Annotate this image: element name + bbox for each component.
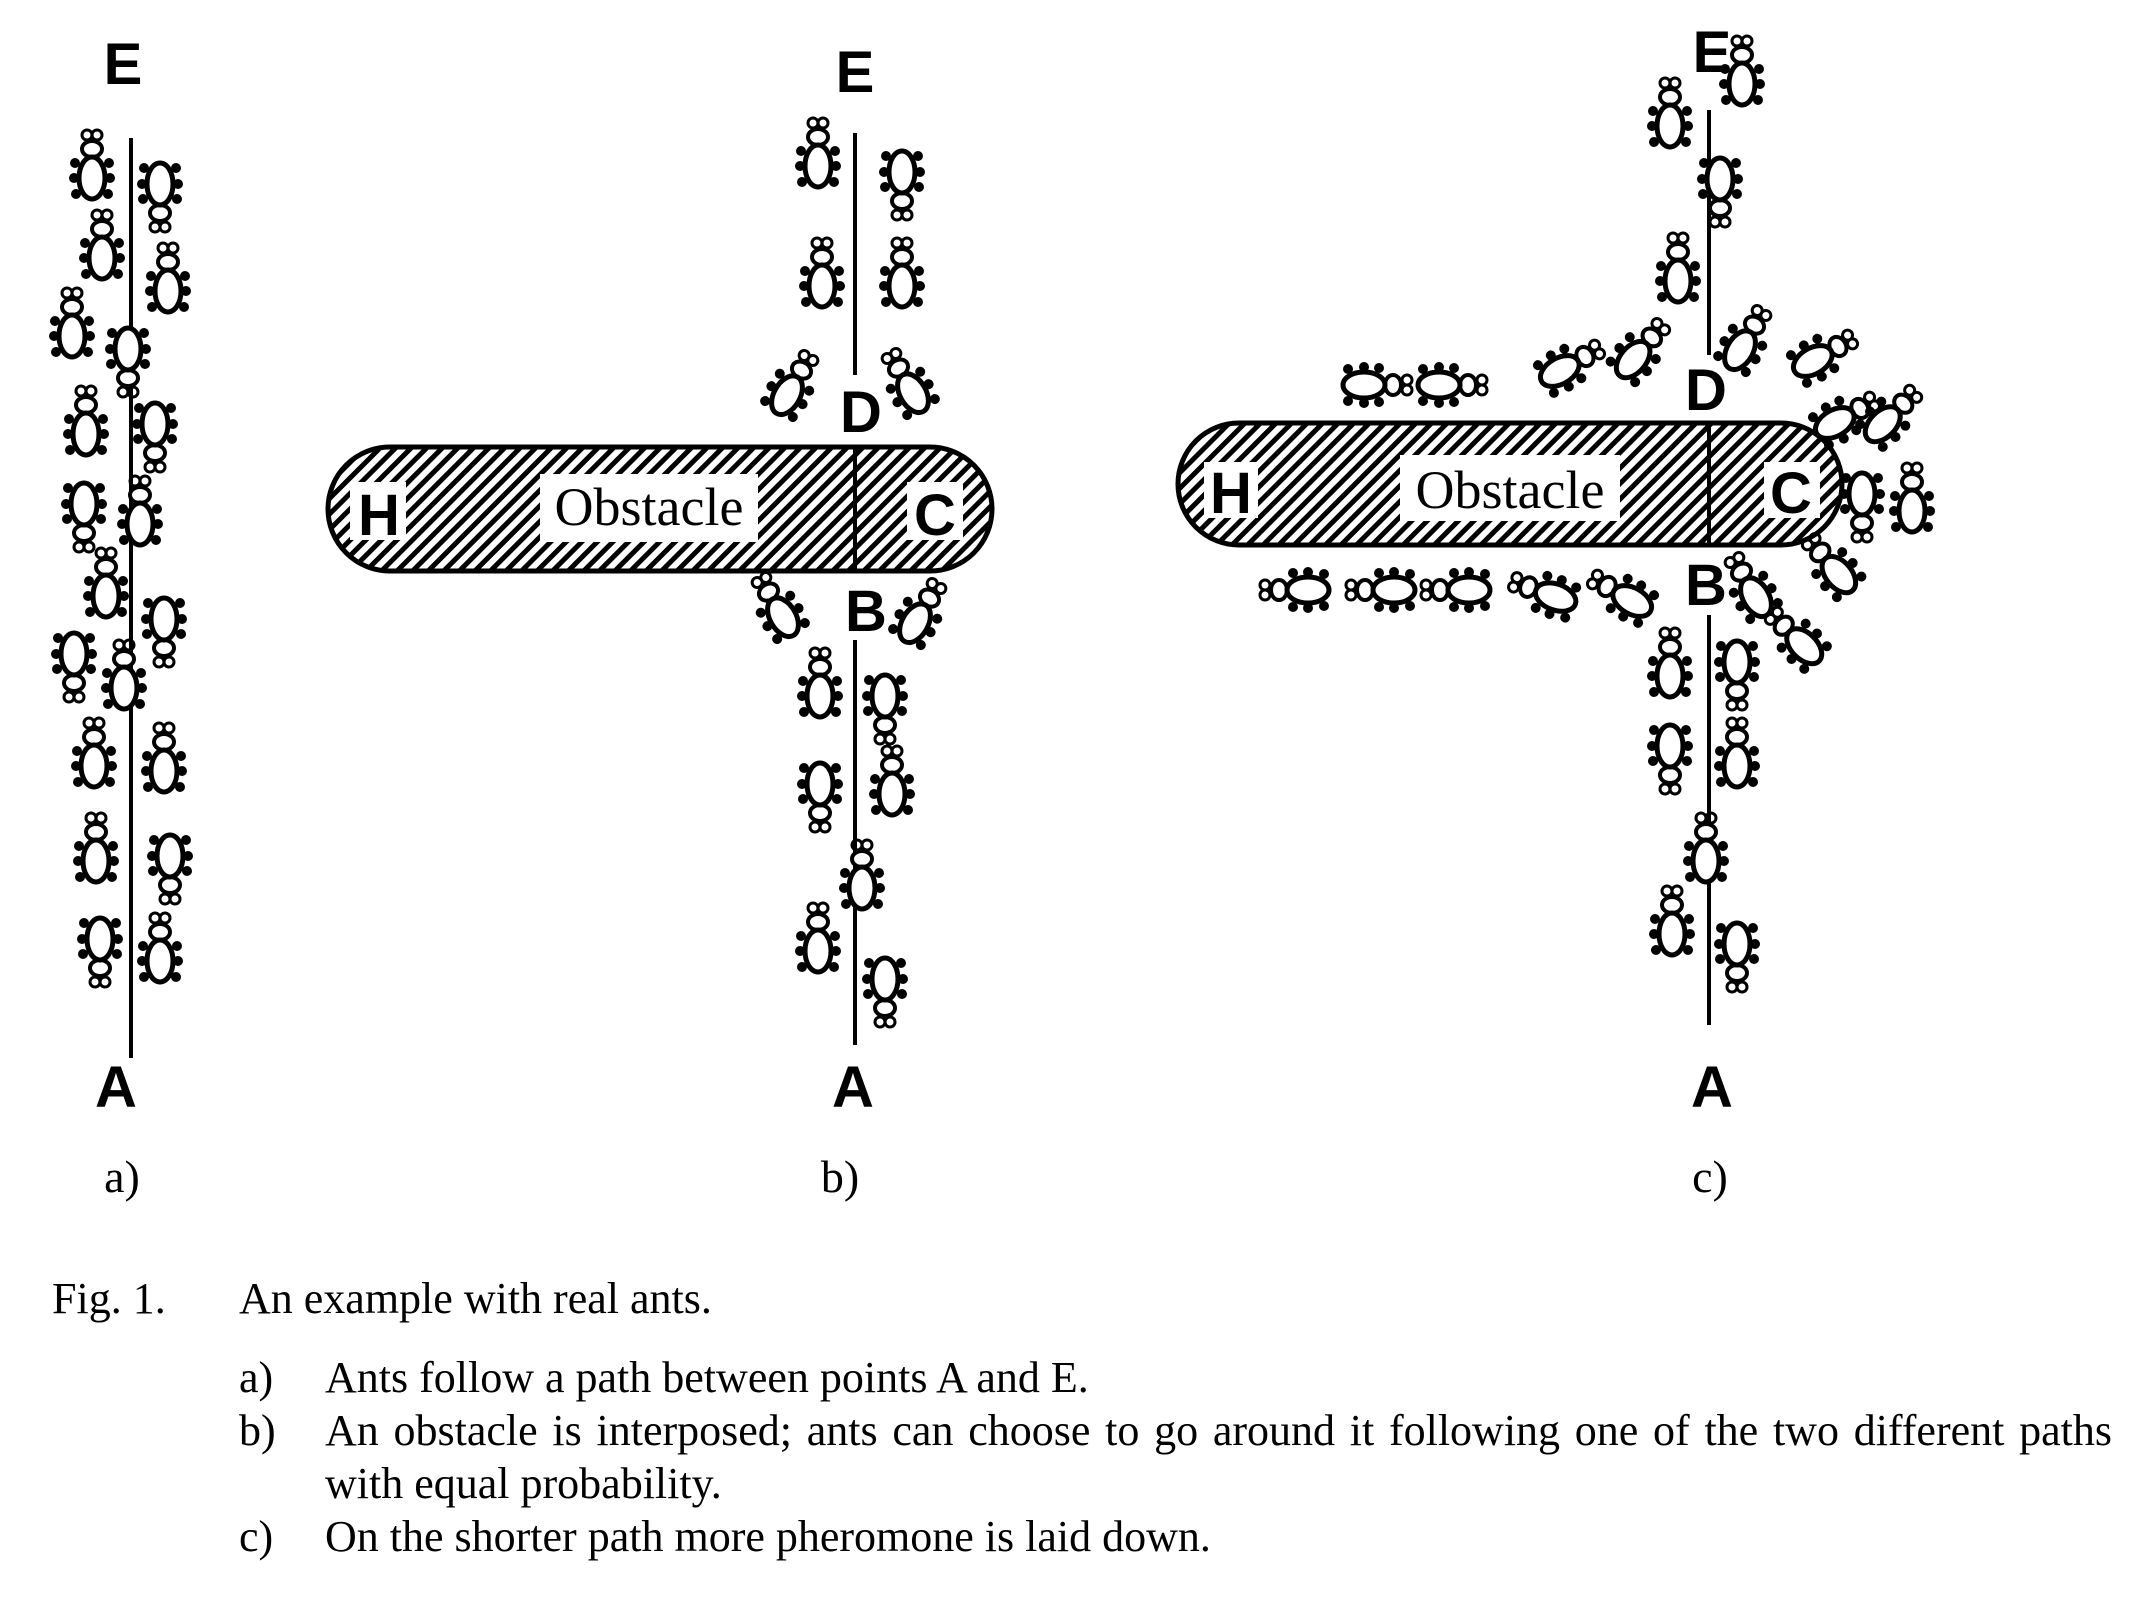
caption-item-letter: c) [239,1512,274,1561]
ant-icon [839,840,885,909]
ant-icon [145,243,191,312]
ant-icon [1889,463,1935,532]
point-a-label: A [95,1055,137,1120]
ant-icon [797,648,843,717]
point-d-label-c: D [1685,358,1727,423]
ant-icon [1260,567,1329,613]
point-a-label-b: A [832,1055,874,1120]
ant-icon [757,342,831,425]
caption-list: a) Ants follow a path between points A a… [239,1351,2112,1563]
ant-icon [73,813,119,882]
ant-icon [862,675,908,744]
ant-icon [1714,923,1760,992]
caption-item: a) Ants follow a path between points A a… [239,1351,2112,1404]
caption-item-letter: a) [239,1353,274,1402]
ant-icon [69,130,115,199]
ant-icon [1839,473,1885,542]
point-a-label-c: A [1691,1055,1733,1120]
ant-icon [137,913,183,982]
panel-c: Obstacle H C E D B A c) [1175,20,1935,1202]
ant-icon [1346,567,1415,613]
ant-icon [105,328,151,397]
panel-c-label: c) [1692,1151,1728,1202]
ant-icon [61,483,107,552]
ant-icon [885,570,959,653]
ant-icon [795,118,841,187]
point-c-box-c [1764,462,1820,518]
obstacle-c-label: Obstacle [1416,460,1605,520]
ant-icon [1714,641,1760,710]
point-h-box-b [350,482,406,540]
ant-icon [83,548,129,617]
ant-icon [739,564,813,647]
ant-icon [1647,725,1693,794]
caption-item: b) An obstacle is interposed; ants can c… [239,1404,2112,1510]
caption-item-text: Ants follow a path between points A and … [325,1353,1089,1402]
point-c-label-b: C [914,483,956,548]
caption-item-text: On the shorter path more pheromone is la… [325,1512,1211,1561]
ant-icon [141,598,187,667]
point-b-label-c: B [1685,553,1727,618]
caption-title: An example with real ants. [239,1274,712,1323]
ant-icon [1783,317,1866,391]
ant-icon [71,718,117,787]
ant-icon [1602,308,1682,390]
ant-icon [879,238,925,307]
obstacle-b-label-box [540,474,758,542]
ant-icon [795,903,841,972]
ant-icon [49,288,95,357]
caption-item: c) On the shorter path more pheromone is… [239,1510,2112,1563]
panel-a: E A a) [49,32,193,1202]
ant-icon [1421,567,1490,613]
ant-icon [117,476,163,545]
panel-b-label: b) [821,1151,859,1202]
ant-icon [862,958,908,1027]
ant-icon [63,386,109,455]
point-e-label: E [104,32,143,97]
ant-icon [869,746,915,815]
ant-icon [1503,559,1584,626]
obstacle-c-label-box [1400,455,1620,521]
ant-icon [77,918,123,987]
point-h-box-c [1204,462,1258,518]
ant-icon [799,238,845,307]
ant-icon [1649,886,1695,955]
point-e-label-b: E [836,40,875,105]
ant-icon [137,163,183,232]
point-e-label-c: E [1693,20,1732,85]
panel-a-label: a) [104,1151,140,1202]
ant-icon [1343,362,1412,408]
obstacle-b-label: Obstacle [555,477,744,537]
ant-icon [79,210,125,279]
ant-icon [1655,233,1701,302]
ant-icon [1697,158,1743,227]
ant-group-a [49,130,193,987]
panel-b: Obstacle H C E D B A b) [325,40,995,1202]
ant-icon [1579,557,1662,631]
point-d-label-b: D [840,380,882,445]
caption-item-letter: b) [239,1406,276,1455]
point-c-box-b [907,482,963,540]
ant-icon [141,723,187,792]
ant-icon [879,151,925,220]
ant-icon [1683,813,1729,882]
ant-icon [101,640,147,709]
point-b-label-b: B [845,579,887,644]
ant-icon [147,835,193,904]
ant-icon [1647,628,1693,697]
ant-icon [1418,362,1487,408]
point-h-label-b: H [358,483,400,548]
ant-icon [797,763,843,832]
ant-icon [1647,78,1693,147]
figure-caption: Fig. 1. An example with real ants. a) An… [52,1272,2112,1563]
point-h-label-c: H [1210,461,1252,526]
caption-figure-label: Fig. 1. [52,1274,166,1323]
ant-icon [1714,718,1760,787]
ant-icon [132,403,178,472]
point-c-label-c: C [1770,461,1812,526]
caption-item-text: An obstacle is interposed; ants can choo… [325,1406,2112,1508]
ant-icon [1530,327,1613,401]
ant-icon [51,633,97,702]
